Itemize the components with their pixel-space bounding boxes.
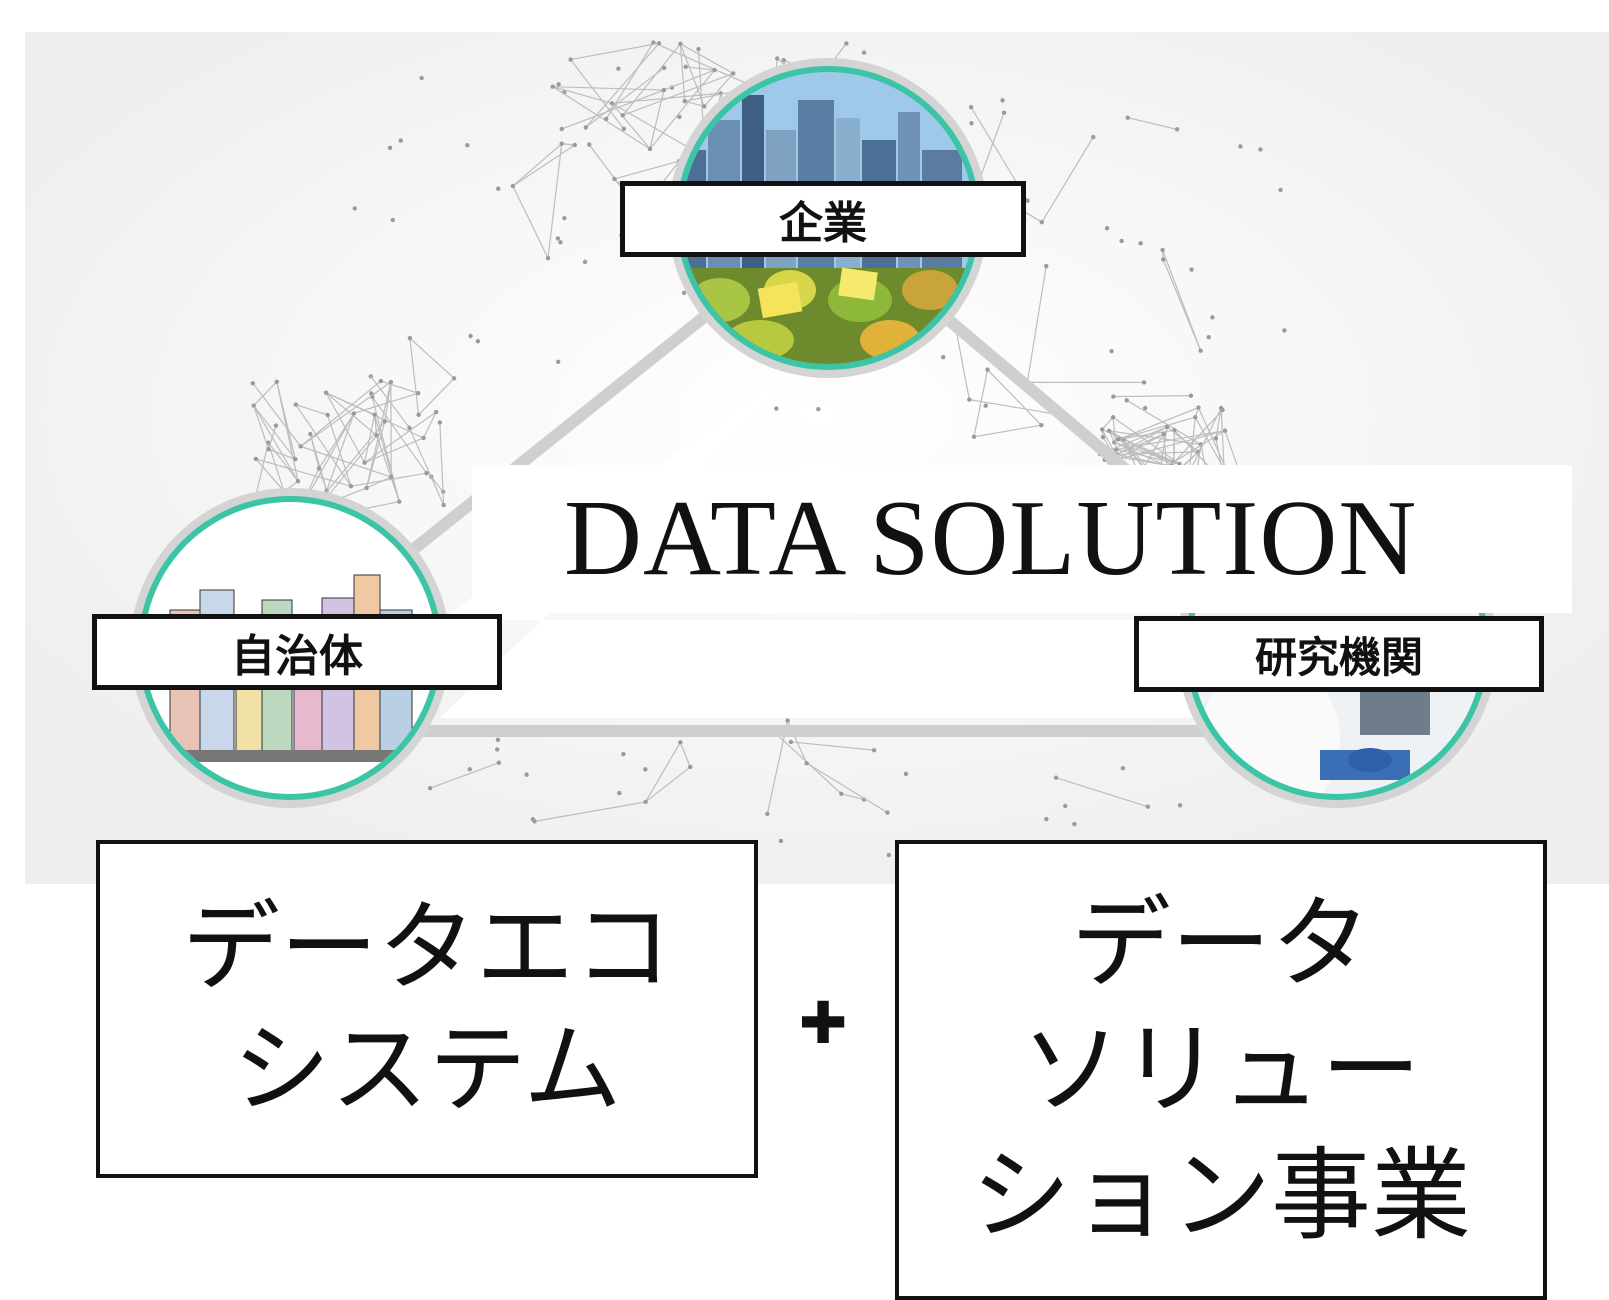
- data-solution-business-box: データ ソリュー ション事業: [895, 840, 1547, 1300]
- research-label: 研究機関: [1134, 616, 1544, 692]
- center-label: DATA SOLUTION: [564, 485, 1417, 593]
- company-label: 企業: [620, 181, 1026, 257]
- data-ecosystem-box: データエコ システム: [96, 840, 758, 1178]
- plus-icon: ✚: [790, 990, 856, 1056]
- data-ecosystem-text: データエコ システム: [182, 887, 672, 1131]
- municipality-label: 自治体: [92, 614, 502, 690]
- brand-spacer: [472, 534, 554, 544]
- brand-banner: DATA SOLUTION: [472, 465, 1572, 613]
- data-solution-business-text: データ ソリュー ション事業: [971, 881, 1471, 1259]
